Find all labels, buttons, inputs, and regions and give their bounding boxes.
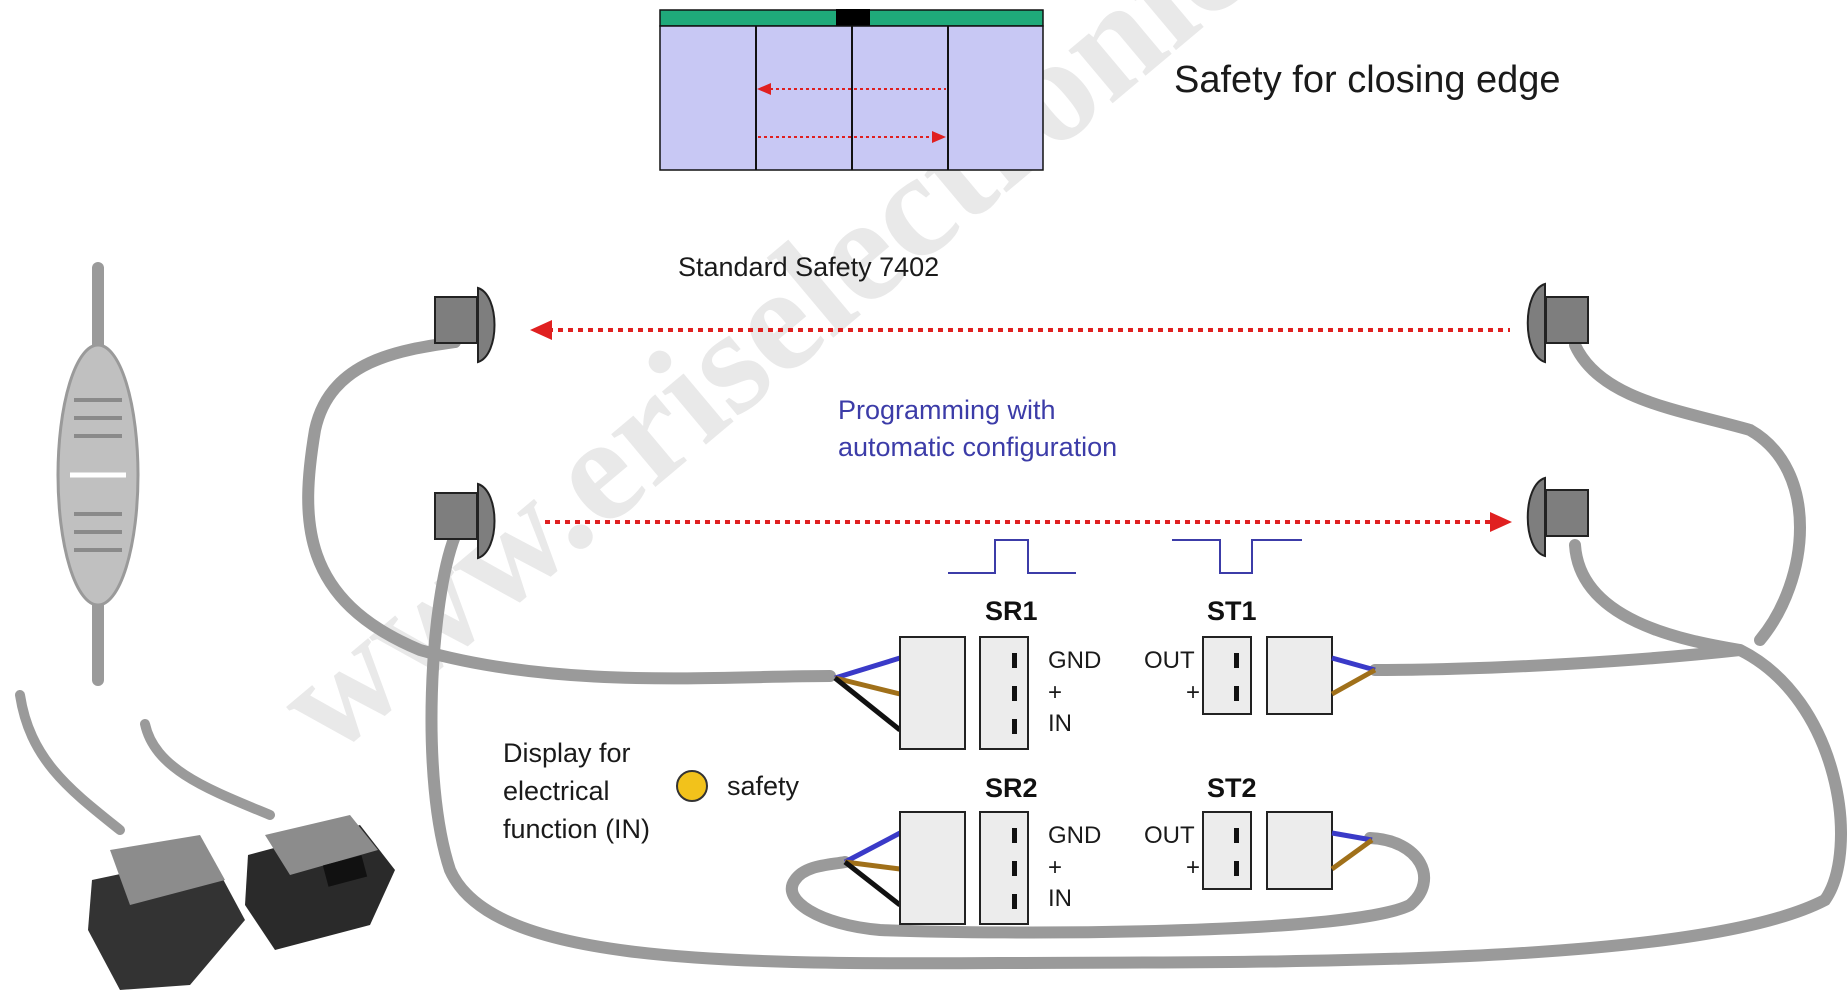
st1-pin-out: OUT	[1144, 647, 1195, 674]
st2-title: ST2	[1207, 773, 1257, 803]
sr2-pin-in: IN	[1048, 885, 1072, 912]
programming-label-line1: Programming with	[838, 395, 1056, 425]
sr1-wires	[833, 655, 902, 732]
sensor-left-bottom	[434, 482, 496, 560]
sensor-right-bottom	[1526, 476, 1589, 558]
display-label-line3: function (IN)	[503, 814, 650, 844]
programming-label-line2: automatic configuration	[838, 432, 1117, 462]
st2-pin-out: OUT	[1144, 822, 1195, 849]
cable-gripper-tool	[56, 262, 140, 686]
st1-title: ST1	[1207, 596, 1257, 626]
product-label: Standard Safety 7402	[678, 252, 939, 282]
cables	[302, 336, 1847, 970]
sensor-left-top	[434, 286, 496, 364]
safety-led-icon	[676, 770, 708, 802]
plug-connectors	[15, 690, 395, 990]
door-center-mark	[836, 9, 870, 27]
st1-terminal	[1202, 636, 1252, 715]
sr1-title: SR1	[985, 596, 1038, 626]
st2-pin-plus: +	[1186, 854, 1200, 881]
sensor-right-top	[1526, 282, 1589, 364]
led-label: safety	[727, 771, 800, 801]
st1-wires	[1330, 655, 1377, 697]
sr2-pin-plus: +	[1048, 854, 1062, 881]
st2-terminal	[1202, 811, 1252, 890]
beam-top	[530, 320, 1510, 340]
sr2-wires	[843, 830, 902, 907]
sr1-pin-in: IN	[1048, 710, 1072, 737]
sr1-terminal	[979, 636, 1029, 750]
display-label-line2: electrical	[503, 776, 610, 806]
diagram-title: Safety for closing edge	[1174, 59, 1561, 101]
st1-plug	[1266, 636, 1333, 715]
st2-plug	[1266, 811, 1333, 890]
display-label-line1: Display for	[503, 738, 631, 768]
sr1-pin-gnd: GND	[1048, 647, 1101, 674]
sr1-plug	[899, 636, 966, 750]
st1-pin-plus: +	[1186, 679, 1200, 706]
transmitter-pulse-waveform	[1172, 539, 1302, 574]
sr2-terminal	[979, 811, 1029, 925]
st2-wires	[1330, 830, 1374, 872]
receiver-pulse-waveform	[948, 539, 1076, 574]
sr2-title: SR2	[985, 773, 1038, 803]
door-illustration	[659, 9, 1044, 171]
sr2-pin-gnd: GND	[1048, 822, 1101, 849]
beam-bottom	[545, 512, 1512, 532]
sr1-pin-plus: +	[1048, 679, 1062, 706]
sr2-plug	[899, 811, 966, 925]
